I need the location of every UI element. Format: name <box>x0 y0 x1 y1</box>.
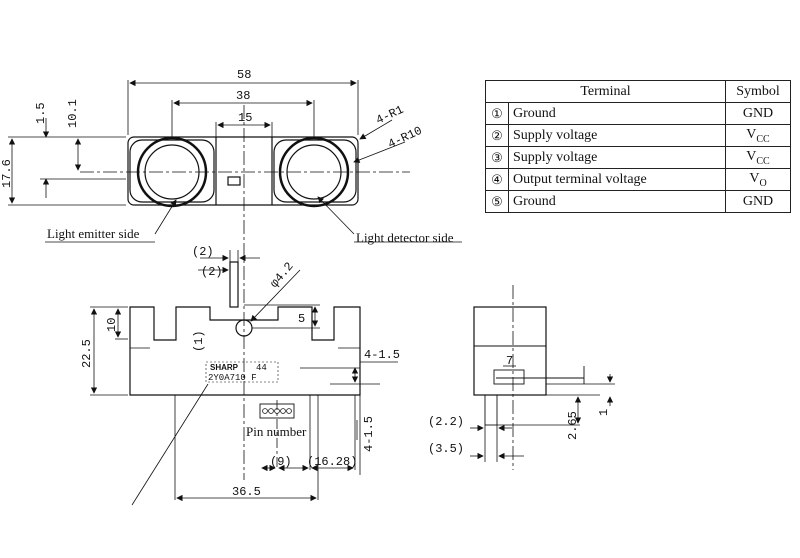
dim-4-1-5-bottom: 4-1.5 <box>362 416 376 452</box>
terminal-symbol: GND <box>725 102 791 125</box>
dim-10-1: 10.1 <box>66 99 80 128</box>
dim-22-5: 22.5 <box>80 339 94 368</box>
front-view <box>90 250 398 506</box>
terminal-name: Output terminal voltage <box>508 168 726 191</box>
dim-17-6: 17.6 <box>0 159 14 188</box>
dim-10: 10 <box>105 318 119 332</box>
dim-4-1-5-top: 4-1.5 <box>364 348 400 362</box>
dim-15: 15 <box>238 111 252 125</box>
dim-36-5: 36.5 <box>232 485 261 499</box>
terminal-header: Terminal <box>485 80 726 103</box>
marking-lot: 44 <box>256 363 267 373</box>
terminal-symbol: GND <box>725 190 791 213</box>
dim-2-2: (2.2) <box>428 415 464 429</box>
table-row: ⑤ Ground GND <box>485 190 791 213</box>
terminal-name: Ground <box>508 102 726 125</box>
dim-5: 5 <box>298 312 305 326</box>
symbol-header: Symbol <box>725 80 791 103</box>
marking-model: 2Y0A710 F <box>208 373 257 383</box>
symbol-subscript: CC <box>756 133 770 145</box>
dim-4-r1: 4-R1 <box>374 103 406 128</box>
dim-2-65: 2.65 <box>566 411 580 440</box>
top-view-body <box>127 136 359 206</box>
front-view-body <box>129 306 361 396</box>
terminal-symbol: VO <box>725 168 791 191</box>
terminal-symbol: VCC <box>725 124 791 147</box>
terminal-number: ② <box>485 124 509 147</box>
dim-1: 1 <box>597 409 611 416</box>
symbol-subscript: CC <box>756 155 770 167</box>
side-view-text: 7 2.65 1 (2.2) (3.5) <box>428 354 611 456</box>
dim-hole-diameter: φ4.2 <box>267 260 296 291</box>
dim-1-paren: (1) <box>192 330 206 352</box>
top-view <box>8 79 462 480</box>
dim-1-5: 1.5 <box>34 102 48 124</box>
label-light-emitter-side: Light emitter side <box>47 226 140 241</box>
terminal-table: Terminal Symbol ① Ground GND ② Supply vo… <box>485 80 791 213</box>
side-view <box>470 285 615 470</box>
front-view-text: (2) (2) φ4.2 5 10 22.5 (1) 4-1.5 4-1.5 (… <box>80 245 400 499</box>
dim-9: (9) <box>270 455 292 469</box>
table-row: ④ Output terminal voltage VO <box>485 168 791 191</box>
terminal-number: ① <box>485 102 509 125</box>
side-view-body <box>473 306 547 396</box>
marking-label <box>205 361 279 383</box>
terminal-table-header: Terminal Symbol <box>485 80 791 103</box>
terminal-name: Supply voltage <box>508 146 726 169</box>
table-row: ② Supply voltage VCC <box>485 124 791 147</box>
terminal-name: Ground <box>508 190 726 213</box>
dim-3-5: (3.5) <box>428 442 464 456</box>
terminal-number: ④ <box>485 168 509 191</box>
dim-2-inner: (2) <box>201 265 223 279</box>
top-view-text: 58 38 15 17.6 1.5 10.1 4-R1 4-R10 Light … <box>0 68 454 245</box>
dim-7: 7 <box>506 354 513 368</box>
terminal-number: ⑤ <box>485 190 509 213</box>
dim-38: 38 <box>236 89 250 103</box>
table-row: ③ Supply voltage VCC <box>485 146 791 169</box>
label-pin-number: Pin number <box>246 424 307 439</box>
dim-2-top: (2) <box>192 245 214 259</box>
table-row: ① Ground GND <box>485 102 791 125</box>
dim-58: 58 <box>237 68 251 82</box>
dim-16-28: (16.28) <box>307 455 357 469</box>
marking-brand: SHARP <box>210 363 239 372</box>
label-light-detector-side: Light detector side <box>356 230 454 245</box>
terminal-symbol: VCC <box>725 146 791 169</box>
symbol-subscript: O <box>759 177 767 189</box>
terminal-name: Supply voltage <box>508 124 726 147</box>
terminal-number: ③ <box>485 146 509 169</box>
dim-4-r10: 4-R10 <box>386 124 425 152</box>
